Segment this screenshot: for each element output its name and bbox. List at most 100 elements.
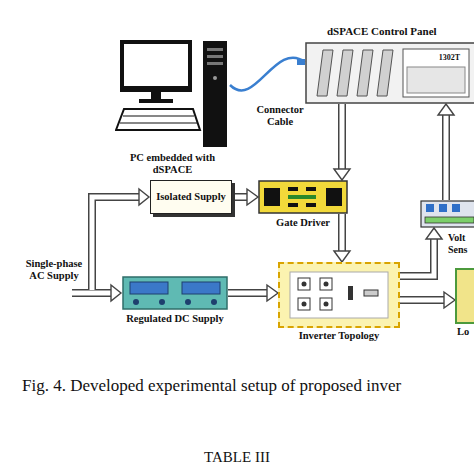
hollow-arrow (400, 292, 455, 308)
node-art (305, 42, 474, 104)
inverter-box: Inverter Topology (278, 262, 400, 328)
node-label: Regulated DC Supply (122, 313, 228, 325)
node-art (420, 200, 474, 228)
arrow-head (334, 251, 350, 262)
keyboard (116, 109, 200, 130)
supply-knob (185, 299, 191, 305)
hollow-arrow (400, 228, 442, 276)
arrow-outline (442, 114, 450, 200)
node-label: 1302T (439, 53, 460, 62)
capacitor (348, 286, 353, 300)
voltage-sensor-box: Volt Sens (420, 200, 474, 228)
hollow-arrow (228, 285, 278, 301)
device-screw (302, 302, 307, 307)
arrow-outline (235, 193, 248, 201)
arrow-fill (228, 291, 268, 296)
panel-slot (317, 50, 333, 96)
switch-device (320, 298, 332, 310)
monitor-base (139, 99, 173, 103)
drive-bay (207, 62, 223, 65)
switch-device (298, 298, 310, 310)
node-label: Inverter Topology (280, 330, 398, 342)
supply-knob (133, 299, 139, 305)
node-label: PC embedded with dSPACE (115, 152, 230, 176)
arrow-outline (400, 238, 434, 276)
arrow-outline (338, 214, 346, 252)
panel-display (403, 49, 469, 97)
arrow-outline (338, 104, 346, 170)
component (288, 203, 298, 207)
arrow-fill (400, 298, 445, 303)
table-heading: TABLE III (0, 448, 474, 466)
hollow-arrow (334, 104, 350, 180)
device-screw (302, 282, 307, 287)
arrow-fill (235, 195, 248, 200)
node-art (122, 276, 228, 310)
sensor-housing (421, 201, 474, 227)
supply-display (130, 282, 168, 294)
node-label: Gate Driver (258, 217, 348, 229)
arrow-head (111, 285, 121, 301)
pc-node: PC embedded with dSPACE (115, 38, 230, 178)
node-art (115, 38, 230, 150)
control-panel: dSPACE Control Panel1302T (305, 42, 474, 104)
switch-device (320, 278, 332, 290)
edge-label: Connector Cable (250, 104, 310, 128)
node-label: Volt Sens (448, 232, 474, 256)
cable-line (230, 58, 305, 91)
panel-slot (357, 50, 373, 96)
drive-bay (207, 55, 223, 58)
monitor-neck (151, 92, 161, 99)
chip (264, 188, 280, 206)
supply-display (182, 282, 220, 294)
node-art (280, 264, 398, 326)
node-label: Lo (457, 326, 469, 338)
node-art (258, 180, 348, 214)
pc-tower (203, 41, 227, 147)
ac-wire-inner (72, 291, 112, 296)
regulated-dc-supply-box: Regulated DC Supply (122, 276, 228, 310)
keyboard-row (123, 115, 194, 116)
arrow-fill (340, 104, 345, 170)
arrow-fill (340, 214, 345, 252)
chip (326, 188, 342, 206)
isolated-supply-box: Isolated Supply (150, 180, 232, 214)
supply-knob (159, 299, 165, 305)
node-label: dSPACE Control Panel (327, 25, 437, 37)
inverter-board (290, 272, 388, 318)
load-box: Lo (455, 268, 474, 324)
switch-device (298, 278, 310, 290)
cable-plug (297, 59, 305, 65)
arrow-head (334, 169, 350, 180)
sensor-led (452, 204, 460, 212)
text-measure: Isolated Supply (156, 191, 226, 203)
figure-caption: Fig. 4. Developed experimental setup of … (22, 376, 401, 396)
panel-screen (407, 67, 465, 93)
device-screw (324, 302, 329, 307)
arrow-outline (400, 296, 445, 304)
pcb (259, 181, 347, 213)
node-label: Isolated Supply (151, 181, 231, 213)
hollow-arrow (334, 214, 350, 262)
supply-knob (211, 299, 217, 305)
gate-driver-board: Gate Driver (258, 180, 348, 214)
connector (364, 290, 378, 296)
keyboard-row (120, 122, 197, 123)
arrow-head (139, 189, 149, 205)
component (288, 187, 298, 191)
component (288, 195, 316, 199)
sensor-led (439, 204, 447, 212)
panel-slot (337, 50, 353, 96)
device-screw (324, 282, 329, 287)
ac-wire-inner (92, 197, 140, 290)
panel-housing (306, 43, 474, 103)
hollow-arrow (235, 189, 258, 205)
arrow-fill (444, 114, 449, 200)
arrow-head (267, 285, 278, 301)
component (306, 203, 316, 207)
arrow-head (444, 292, 455, 308)
arrow-outline (228, 289, 268, 297)
arrow-head (426, 228, 442, 239)
source-label: Single-phase AC Supply (18, 258, 90, 282)
sensor-strip (425, 217, 474, 223)
